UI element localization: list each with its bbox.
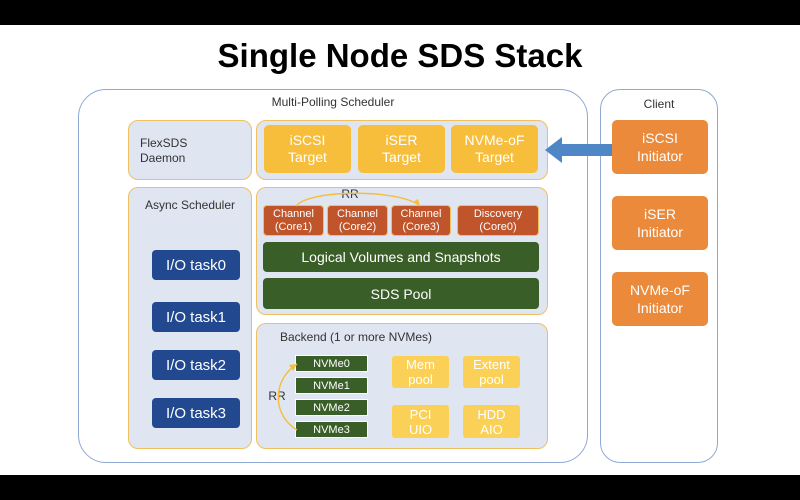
extent-pool: Extent pool — [463, 356, 520, 388]
logical-volumes-bar: Logical Volumes and Snapshots — [263, 242, 539, 272]
connector-layer — [277, 137, 612, 431]
nvme-rr-label: RR — [268, 389, 286, 403]
channel-core2: Channel (Core2) — [327, 205, 388, 236]
discovery-core0: Discovery (Core0) — [457, 205, 539, 236]
target-nvmeof: NVMe-oF Target — [451, 125, 538, 173]
target-iscsi: iSCSI Target — [264, 125, 351, 173]
initiator-nvmeof: NVMe-oF Initiator — [612, 272, 708, 326]
initiator-iser: iSER Initiator — [612, 196, 708, 250]
hdd-aio: HDD AIO — [463, 405, 520, 438]
slide-title: Single Node SDS Stack — [217, 37, 583, 74]
nvme1: NVMe1 — [295, 377, 368, 394]
channel-core1: Channel (Core1) — [263, 205, 324, 236]
backend-label: Backend (1 or more NVMes) — [279, 330, 433, 344]
channel-core3: Channel (Core3) — [391, 205, 451, 236]
initiator-iscsi: iSCSI Initiator — [612, 120, 708, 174]
target-iser: iSER Target — [358, 125, 445, 173]
io-task-1: I/O task1 — [152, 302, 240, 332]
nvme2: NVMe2 — [295, 399, 368, 416]
sds-pool-bar: SDS Pool — [263, 278, 539, 309]
channel-rr-arc — [295, 192, 421, 207]
pci-uio: PCI UIO — [392, 405, 449, 438]
nvme0: NVMe0 — [295, 355, 368, 372]
io-task-0: I/O task0 — [152, 250, 240, 280]
nvme-rr-arc — [277, 363, 298, 431]
async-scheduler-label: Async Scheduler — [144, 198, 236, 212]
io-task-3: I/O task3 — [152, 398, 240, 428]
slide: Single Node SDS Stack Multi-Polling Sche… — [0, 25, 800, 475]
client-to-target-arrow — [545, 137, 612, 163]
client-label: Client — [643, 97, 675, 111]
daemon-panel — [128, 120, 252, 180]
scheduler-label: Multi-Polling Scheduler — [271, 95, 395, 109]
nvme3: NVMe3 — [295, 421, 368, 438]
mem-pool: Mem pool — [392, 356, 449, 388]
daemon-label: FlexSDS Daemon — [140, 136, 188, 165]
io-task-2: I/O task2 — [152, 350, 240, 380]
